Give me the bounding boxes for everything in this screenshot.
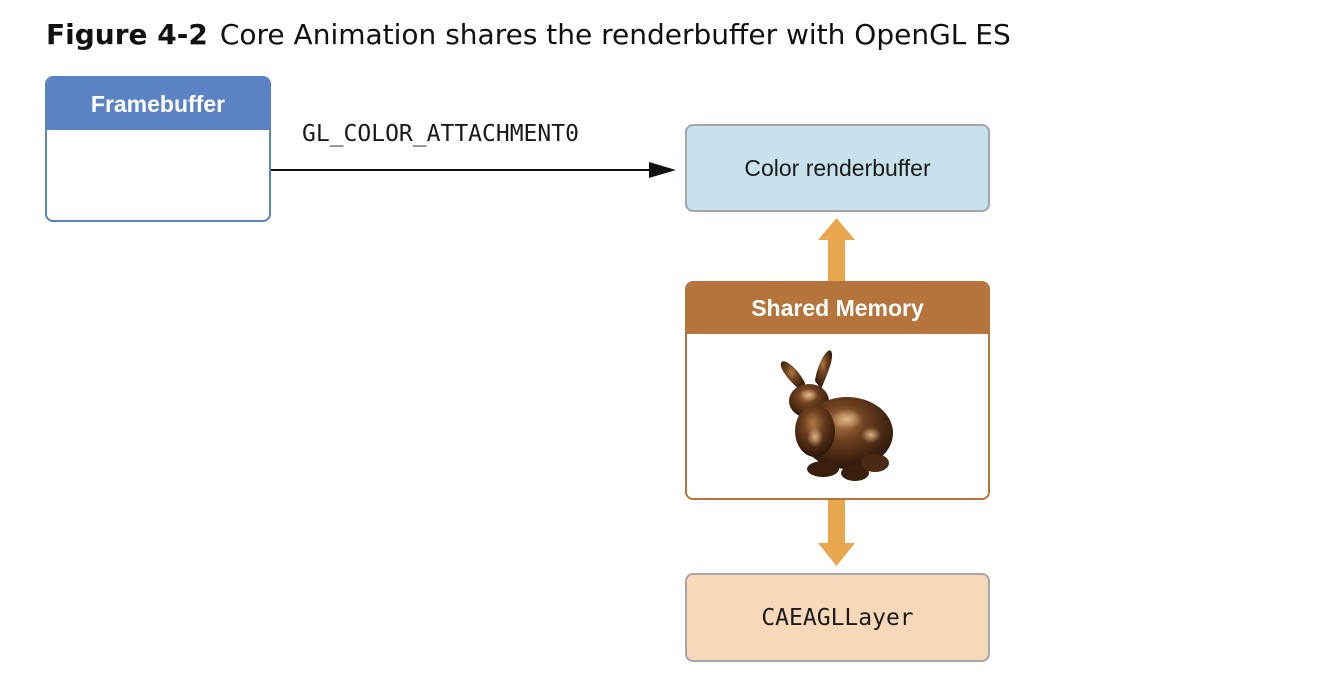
bunny-image <box>780 350 893 481</box>
caeagllayer-box: CAEAGLLayer <box>685 573 990 662</box>
figure-caption: Figure 4-2 Core Animation shares the rend… <box>46 18 1011 51</box>
framebuffer-title: Framebuffer <box>47 78 269 130</box>
down-arrow-icon <box>818 499 855 566</box>
attachment-label: GL_COLOR_ATTACHMENT0 <box>302 121 579 147</box>
color-renderbuffer-label: Color renderbuffer <box>744 154 931 181</box>
shared-memory-box: Shared Memory <box>685 281 990 500</box>
attachment-arrow-head <box>649 162 676 178</box>
color-renderbuffer-box: Color renderbuffer <box>685 124 990 212</box>
up-arrow-icon <box>818 218 855 282</box>
shared-memory-title: Shared Memory <box>687 283 988 334</box>
figure-title: Core Animation shares the renderbuffer w… <box>219 18 1011 51</box>
framebuffer-box: Framebuffer <box>45 76 271 222</box>
caeagllayer-label: CAEAGLLayer <box>761 604 914 631</box>
figure-number: Figure 4-2 <box>46 18 208 51</box>
